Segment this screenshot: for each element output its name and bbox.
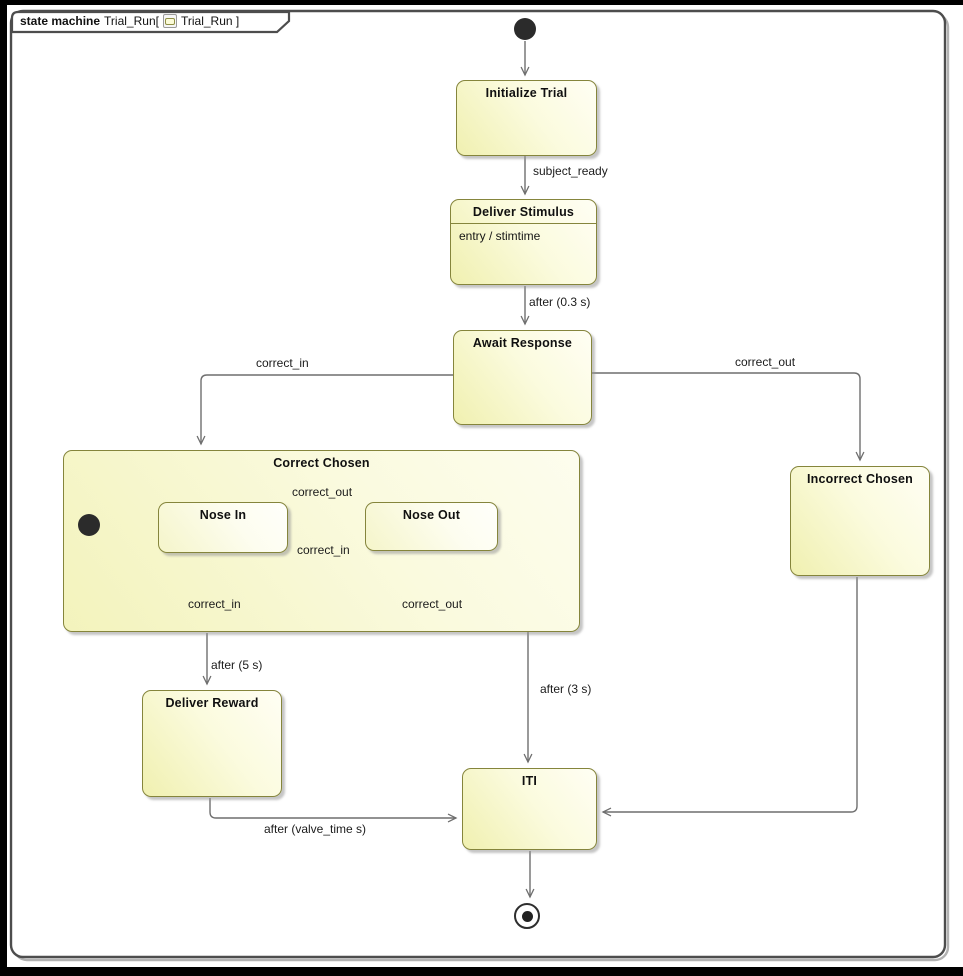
state-nose-out[interactable]: Nose Out xyxy=(365,502,498,551)
state-title: Incorrect Chosen xyxy=(806,472,913,486)
final-node[interactable] xyxy=(514,903,540,929)
transition-correct-in-outer[interactable] xyxy=(196,374,453,446)
state-deliver-stimulus[interactable]: Deliver Stimulus entry / stimtime xyxy=(450,199,597,285)
transition-label-after-5-s[interactable]: after (5 s) xyxy=(211,658,263,672)
state-machine-diagram-icon xyxy=(162,14,177,28)
transition-correct-out-outer[interactable] xyxy=(592,372,865,462)
transition-label-after-valve-time[interactable]: after (valve_time s) xyxy=(264,822,367,836)
state-title: Deliver Stimulus xyxy=(472,205,575,219)
state-deliver-reward[interactable]: Deliver Reward xyxy=(142,690,282,797)
transition-incorrect-to-iti[interactable] xyxy=(601,577,858,817)
frame-diagram-ref: Trial_Run ] xyxy=(180,14,240,28)
transition-label-after-3-s[interactable]: after (3 s) xyxy=(540,682,592,696)
state-title: Nose Out xyxy=(402,508,461,522)
transition-label-correct-out-inner[interactable]: correct_out xyxy=(292,485,353,499)
transition-label-correct-in-outer[interactable]: correct_in xyxy=(256,356,309,370)
initial-node[interactable] xyxy=(514,18,536,40)
final-node-dot xyxy=(521,910,533,922)
transition-label-correct-out-self[interactable]: correct_out xyxy=(402,597,463,611)
transition-label-correct-in-inner[interactable]: correct_in xyxy=(297,543,350,557)
state-nose-in[interactable]: Nose In xyxy=(158,502,288,553)
frame-title-tab-shape xyxy=(10,10,291,34)
compartment-separator xyxy=(451,223,596,224)
state-title: Initialize Trial xyxy=(485,86,568,100)
transition-label-correct-in-self[interactable]: correct_in xyxy=(188,597,241,611)
transition-label-subject-ready[interactable]: subject_ready xyxy=(533,164,608,178)
state-await-response[interactable]: Await Response xyxy=(453,330,592,425)
state-title: Deliver Reward xyxy=(165,696,259,710)
state-correct-chosen[interactable]: Correct Chosen xyxy=(63,450,580,632)
transition-after-valve-time[interactable] xyxy=(209,798,458,823)
state-title: Correct Chosen xyxy=(273,456,370,470)
transition-label-correct-out-outer[interactable]: correct_out xyxy=(735,355,796,369)
transition-label-after-0-3-s[interactable]: after (0.3 s) xyxy=(529,295,591,309)
state-initialize-trial[interactable]: Initialize Trial xyxy=(456,80,597,156)
frame-keyword: state machine xyxy=(20,14,101,28)
state-iti[interactable]: ITI xyxy=(462,768,597,850)
state-title: Nose In xyxy=(199,508,247,522)
frame-name: Trial_Run[ xyxy=(104,14,159,28)
inner-initial-node[interactable] xyxy=(78,514,100,536)
state-incorrect-chosen[interactable]: Incorrect Chosen xyxy=(790,466,930,576)
frame-title: state machine Trial_Run[ Trial_Run ] xyxy=(20,14,239,28)
state-title: ITI xyxy=(521,774,538,788)
state-title: Await Response xyxy=(472,336,573,350)
entry-action: entry / stimtime xyxy=(459,229,541,243)
